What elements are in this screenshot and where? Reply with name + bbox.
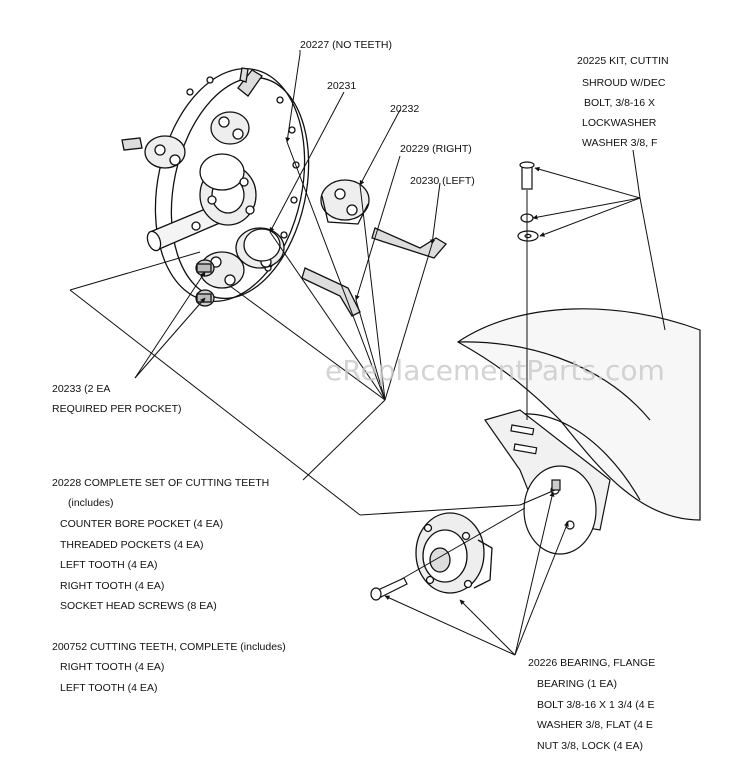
teeth-set-line: LEFT TOOTH (4 EA)	[60, 559, 157, 571]
bearing-line: BOLT 3/8-16 X 1 3/4 (4 E	[537, 699, 655, 711]
kit-line: 20225 KIT, CUTTIN	[577, 55, 669, 67]
teeth-set-20228-list: 20228 COMPLETE SET OF CUTTING TEETH (inc…	[52, 477, 269, 612]
kit-line: BOLT, 3/8-16 X	[584, 97, 655, 109]
kit-line: LOCKWASHER	[582, 117, 657, 129]
leader-lines	[69, 50, 666, 656]
left-tooth	[371, 227, 447, 259]
kit-line: SHROUD W/DEC	[582, 77, 666, 89]
wheel-teeth	[121, 67, 263, 151]
plate-holes	[186, 76, 300, 272]
flange-bearing	[415, 512, 493, 594]
label-20229: 20229 (RIGHT)	[400, 143, 472, 155]
pocket-block-20232	[320, 179, 370, 225]
teeth-complete-line: LEFT TOOTH (4 EA)	[60, 682, 157, 694]
shroud	[456, 308, 701, 521]
bearing-line: WASHER 3/8, FLAT (4 E	[537, 719, 653, 731]
teeth-complete-line: RIGHT TOOTH (4 EA)	[60, 661, 164, 673]
teeth-set-line: 20228 COMPLETE SET OF CUTTING TEETH	[52, 477, 269, 489]
callout-labels: 20227 (NO TEETH) 20231 20232 20229 (RIGH…	[52, 39, 475, 415]
bearing-20226-list: 20226 BEARING, FLANGE BEARING (1 EA) BOL…	[528, 657, 655, 752]
watermark: eReplacementParts.com	[325, 354, 665, 387]
kit-20225-list: 20225 KIT, CUTTIN SHROUD W/DEC BOLT, 3/8…	[577, 55, 669, 149]
label-20233-a: 20233 (2 EA	[52, 383, 110, 395]
label-20233-b: REQUIRED PER POCKET)	[52, 403, 182, 415]
kit-line: WASHER 3/8, F	[582, 137, 657, 149]
label-20230: 20230 (LEFT)	[410, 175, 475, 187]
teeth-set-line: THREADED POCKETS (4 EA)	[60, 539, 204, 551]
kit-bolt	[521, 164, 533, 190]
bearing-line: BEARING (1 EA)	[537, 678, 617, 690]
teeth-complete-200752-list: 200752 CUTTING TEETH, COMPLETE (includes…	[52, 641, 286, 694]
teeth-complete-line: 200752 CUTTING TEETH, COMPLETE (includes…	[52, 641, 286, 653]
teeth-set-line: COUNTER BORE POCKET (4 EA)	[60, 518, 223, 530]
teeth-set-line: RIGHT TOOTH (4 EA)	[60, 580, 164, 592]
bearing-line: NUT 3/8, LOCK (4 EA)	[537, 740, 643, 752]
teeth-set-line: (includes)	[68, 497, 114, 509]
bearing-mount-plate	[523, 465, 597, 555]
pocket-block-20231	[243, 228, 281, 262]
label-20227: 20227 (NO TEETH)	[300, 39, 392, 51]
label-20231: 20231	[327, 80, 356, 92]
bearing-line: 20226 BEARING, FLANGE	[528, 657, 655, 669]
label-20232: 20232	[390, 103, 419, 115]
cutter-wheel-assembly	[121, 67, 447, 317]
bearing-bolt	[370, 577, 408, 601]
teeth-set-line: SOCKET HEAD SCREWS (8 EA)	[60, 600, 217, 612]
cutter-plate-rim	[170, 76, 310, 300]
